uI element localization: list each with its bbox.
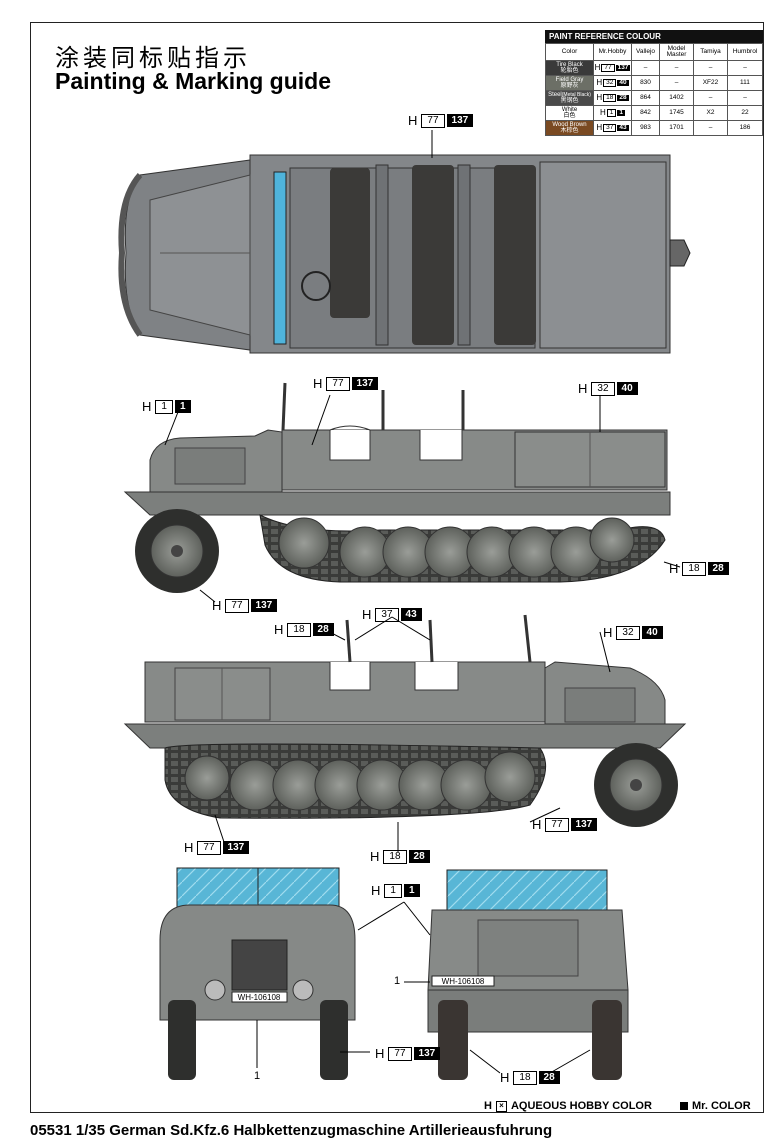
mr-color-label: Mr. COLOR bbox=[692, 1100, 751, 1112]
color-name: Wood Brown bbox=[552, 122, 587, 128]
color-name: Tire Black bbox=[556, 62, 583, 68]
color-name: White bbox=[561, 107, 578, 113]
color-name-cn: 木棕色 bbox=[560, 128, 579, 134]
color-name-sub: (Metal Black) bbox=[561, 92, 591, 98]
title-english: Painting & Marking guide bbox=[55, 68, 332, 94]
color-name-cn: 原野灰 bbox=[560, 83, 579, 89]
color-name-cn: 白色 bbox=[563, 113, 576, 119]
vallejo-code: 983 bbox=[631, 120, 660, 136]
legend-aqueous: H× AQUEOUS HOBBY COLOR bbox=[484, 1100, 652, 1112]
mr-color-square-icon bbox=[680, 1102, 688, 1110]
front-view bbox=[159, 867, 405, 1080]
left-side-view bbox=[123, 382, 681, 603]
color-name-cn: 黑钢色 bbox=[560, 98, 579, 104]
humbrol-code: 186 bbox=[727, 120, 763, 136]
swatch-steel: Steel(Metal Black)黑钢色 bbox=[545, 90, 594, 106]
decal-number-rear: 1 bbox=[394, 975, 401, 987]
right-side-view bbox=[123, 614, 687, 852]
paint-reference-table: PAINT REFERENCE COLOUR Color Mr.Hobby Va… bbox=[545, 30, 763, 136]
footer-title: 05531 1/35 German Sd.Kfz.6 Halbkettenzug… bbox=[30, 1122, 553, 1139]
page-border bbox=[30, 22, 764, 1113]
legend-mr-color: Mr. COLOR bbox=[680, 1100, 751, 1112]
tamiya-code: – bbox=[693, 120, 728, 136]
aqueous-label: AQUEOUS HOBBY COLOR bbox=[510, 1100, 652, 1112]
color-name: Steel bbox=[548, 92, 562, 98]
color-name: Field Gray bbox=[555, 77, 584, 83]
aqueous-h: H bbox=[484, 1100, 492, 1112]
top-view bbox=[118, 130, 691, 354]
paint-table-caption: PAINT REFERENCE COLOUR bbox=[545, 30, 763, 43]
color-name-cn: 轮胎色 bbox=[560, 68, 579, 74]
aqueous-box-icon: × bbox=[495, 1100, 507, 1112]
decal-number-front: 1 bbox=[254, 1070, 261, 1082]
front-plate-text: WH-106108 bbox=[238, 993, 281, 1002]
rear-plate-text: WH-106108 bbox=[442, 977, 485, 986]
rear-view bbox=[403, 869, 629, 1080]
title-chinese: 涂装同标贴指示 bbox=[55, 44, 251, 72]
